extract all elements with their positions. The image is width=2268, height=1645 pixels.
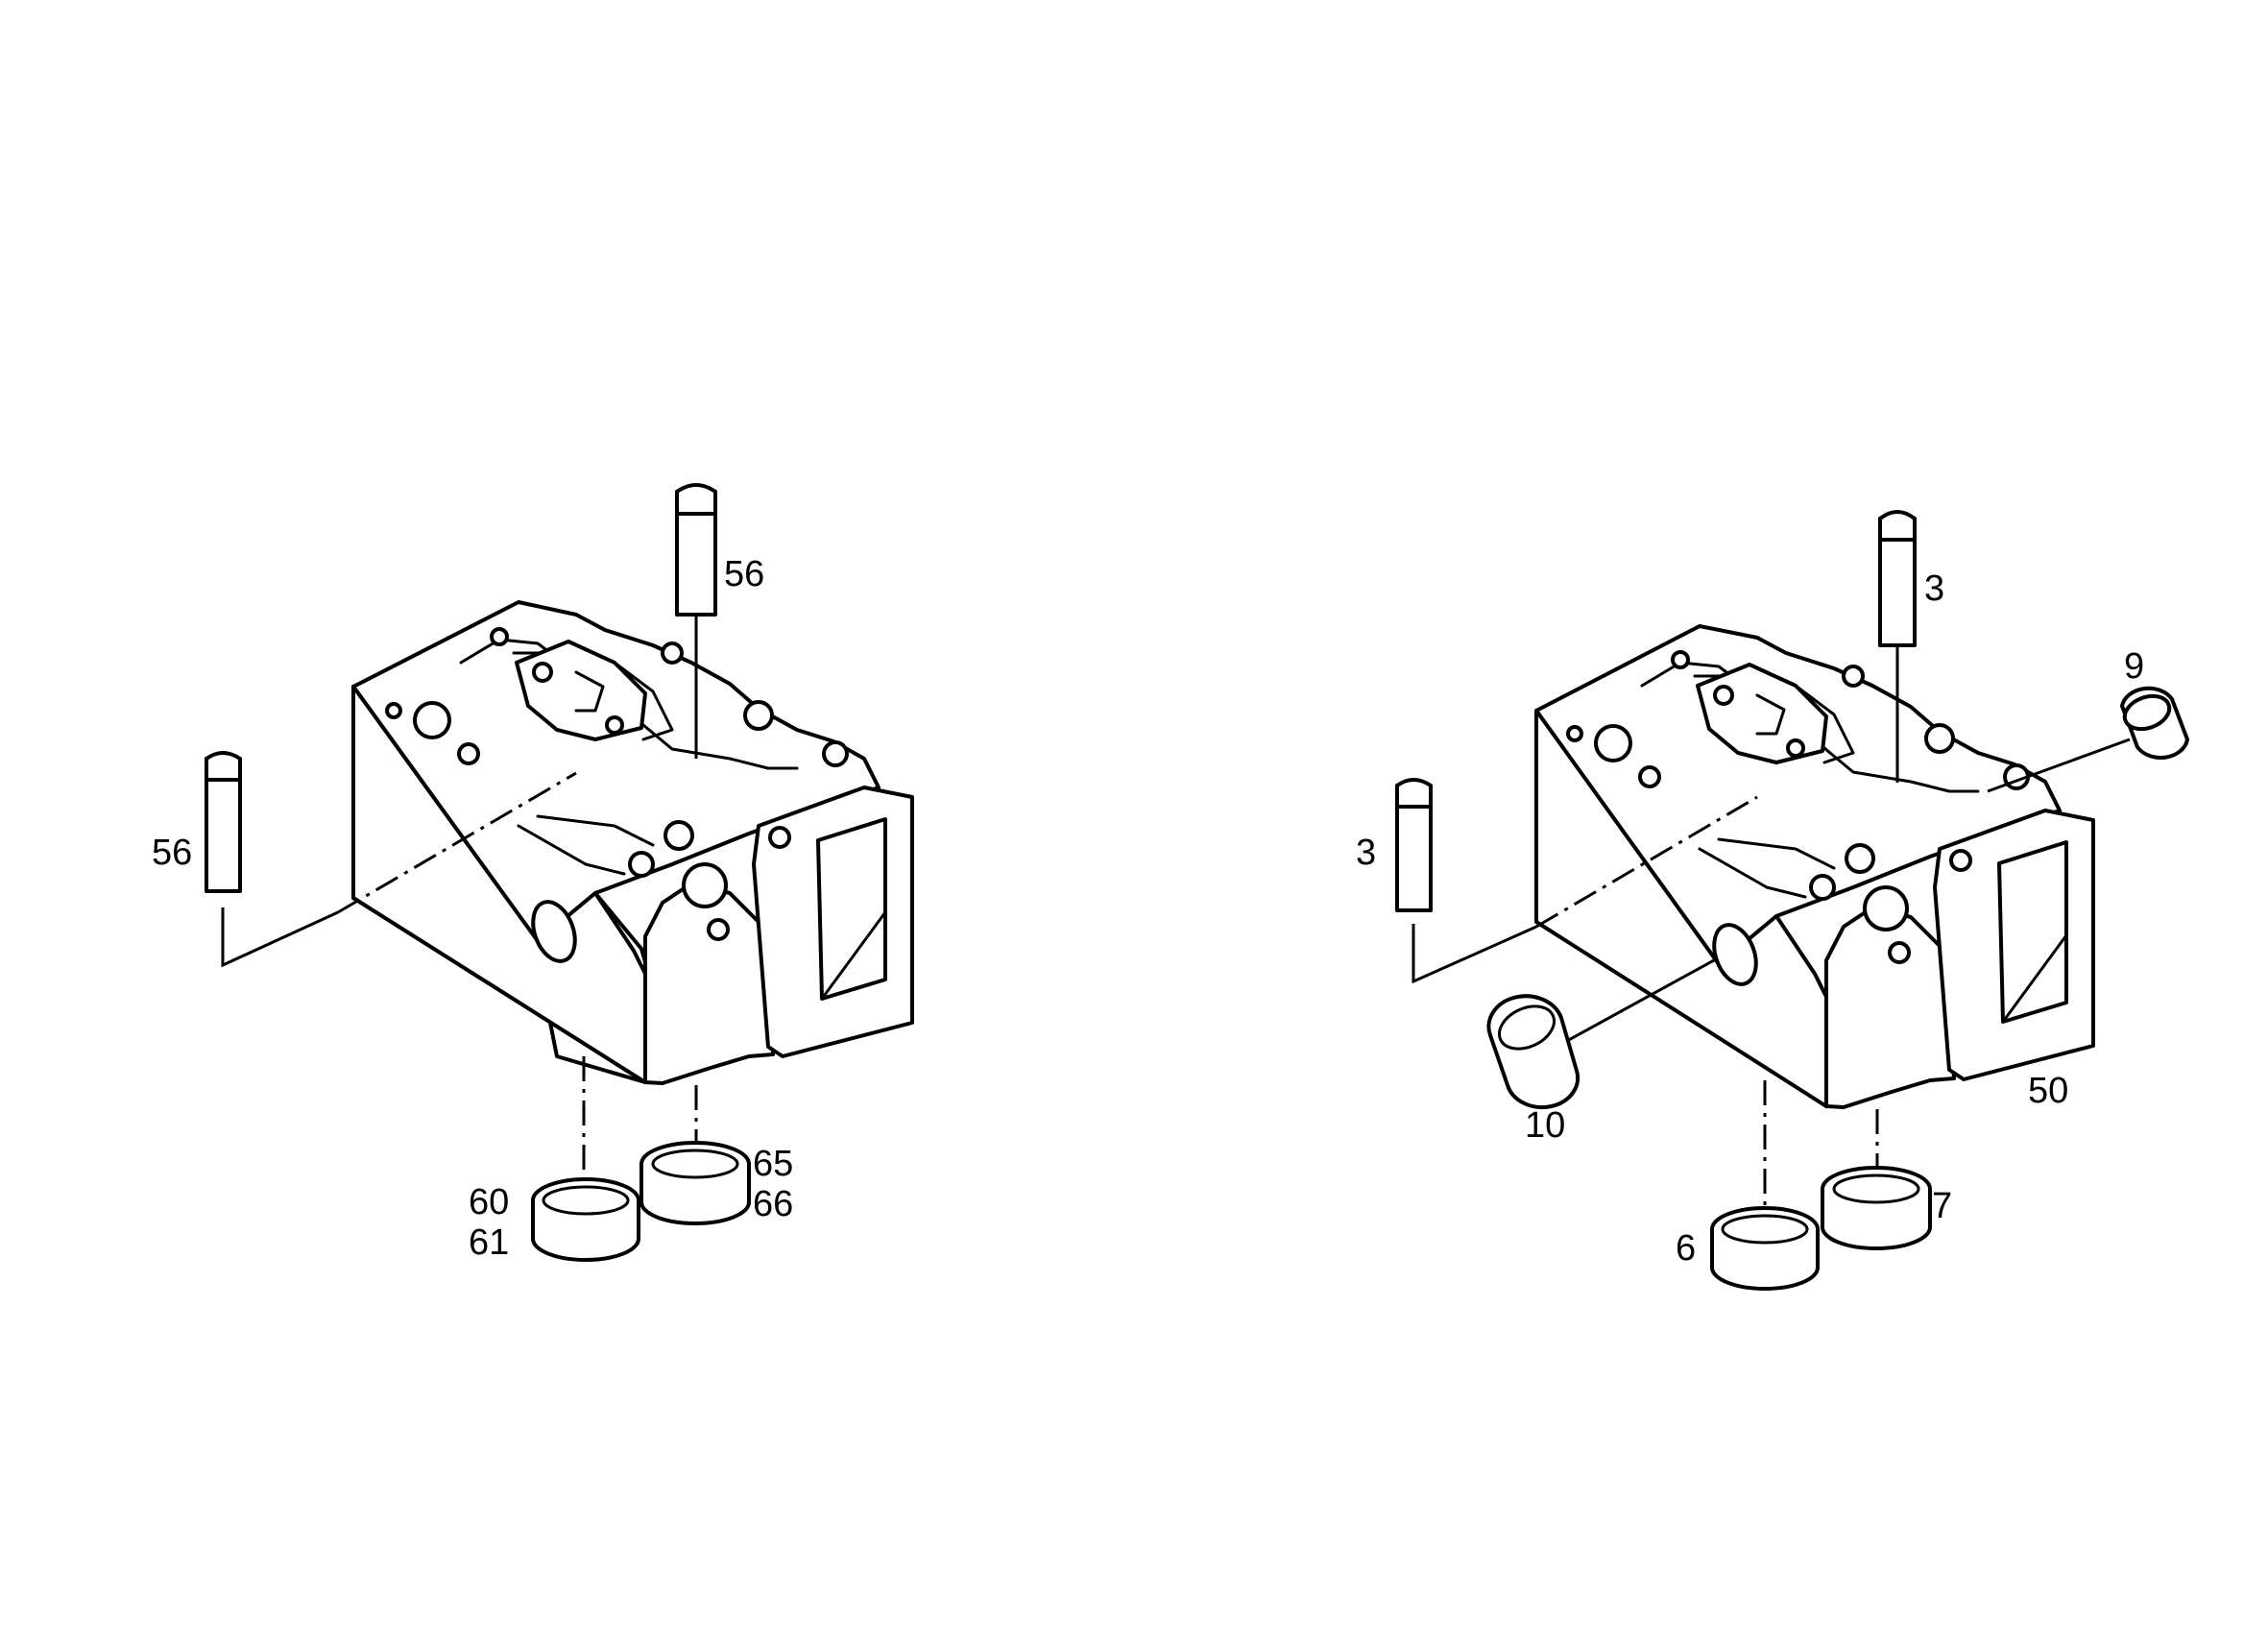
label-guide-left-right: 3 — [1356, 833, 1376, 873]
label-ring-small-b-left: 66 — [753, 1184, 793, 1224]
seat-ring-small-left — [639, 1085, 751, 1225]
assembly-right: 50 3 3 9 10 — [1356, 510, 2189, 1291]
valve-guide-left — [205, 751, 577, 968]
label-head-right: 50 — [2028, 1071, 2068, 1111]
label-guide-top-right: 3 — [1924, 568, 1944, 609]
cap-right — [1486, 958, 1715, 1110]
seat-ring-small-right — [1821, 1109, 1932, 1250]
label-plug-right: 9 — [2124, 646, 2144, 687]
valve-guide-left-right — [1395, 778, 1758, 984]
label-guide-left: 56 — [152, 833, 192, 873]
label-ring-small-right: 7 — [1932, 1186, 1952, 1226]
valve-guide-top-left — [675, 483, 717, 759]
label-ring-large-b-left: 61 — [469, 1222, 509, 1263]
assembly-left: 56 56 60 61 65 66 — [152, 483, 914, 1263]
label-ring-large-right: 6 — [1676, 1228, 1696, 1269]
plug-right — [1987, 686, 2189, 793]
cylinder-head-right — [1534, 624, 2095, 1109]
seat-ring-large-left — [531, 1056, 640, 1262]
seat-ring-large-right — [1710, 1080, 1820, 1291]
label-guide-top-left: 56 — [724, 554, 764, 594]
valve-guide-top-right — [1878, 510, 1917, 783]
cylinder-head-left — [351, 600, 914, 1085]
label-ring-small-a-left: 65 — [753, 1144, 793, 1184]
label-ring-large-a-left: 60 — [469, 1182, 509, 1222]
label-cap-right: 10 — [1525, 1105, 1565, 1146]
